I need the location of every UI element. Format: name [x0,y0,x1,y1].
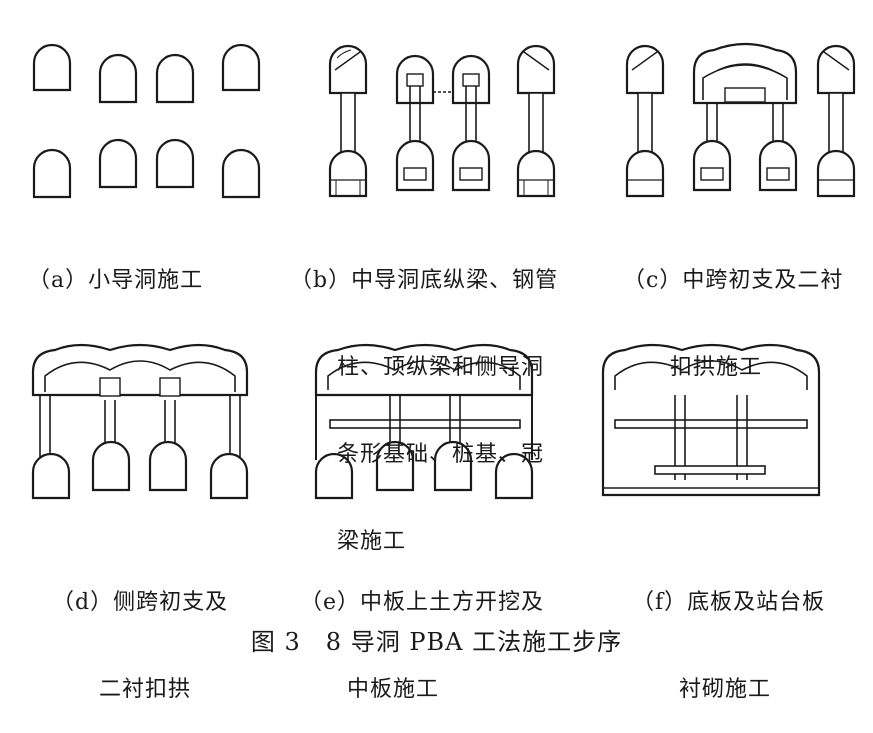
pilot-tunnel [221,43,261,92]
caption-panel-b: （b）中导洞底纵梁、钢管 柱、顶纵梁和侧导洞 条形基础、桩基、冠 梁施工 [290,208,558,585]
caption-line: （e）中板上土方开挖及 [300,590,545,615]
caption-line: 中板施工 [347,677,440,702]
caption-panel-a: （a）小导洞施工 [28,208,203,324]
pilot-tunnel [98,138,138,189]
caption-line: 二衬扣拱 [99,677,192,702]
caption-line: 梁施工 [337,529,407,554]
caption-line: 衬砌施工 [679,677,772,702]
pilot-tunnel [155,53,195,104]
caption-line: （b）中导洞底纵梁、钢管 [290,268,559,293]
pilot-tunnel [32,148,72,199]
pilot-tunnel [155,138,195,189]
caption-line: （c）中跨初支及二衬 [623,268,844,293]
caption-line: （d）侧跨初支及 [52,590,229,615]
figure-caption: 图 3 8 导洞 PBA 工法施工步序 [250,628,623,656]
caption-line: （a）小导洞施工 [28,268,204,293]
pilot-tunnel [32,43,72,92]
caption-line: 柱、顶纵梁和侧导洞 [337,355,545,380]
panel-b-drawing [328,44,556,198]
panel-c-drawing [625,42,856,198]
pilot-tunnel [221,148,261,199]
caption-line: （f）底板及站台板 [632,590,826,615]
caption-panel-c: （c）中跨初支及二衬 扣拱施工 [623,208,843,411]
caption-line: 条形基础、桩基、冠 [337,442,545,467]
panel-f-drawing [601,343,821,497]
pilot-tunnel [98,53,138,104]
caption-line: 扣拱施工 [670,355,763,380]
panel-e-drawing [314,343,534,500]
panel-a-drawing [32,43,261,199]
pba-construction-diagram [31,42,856,500]
panel-d-drawing [31,343,249,500]
